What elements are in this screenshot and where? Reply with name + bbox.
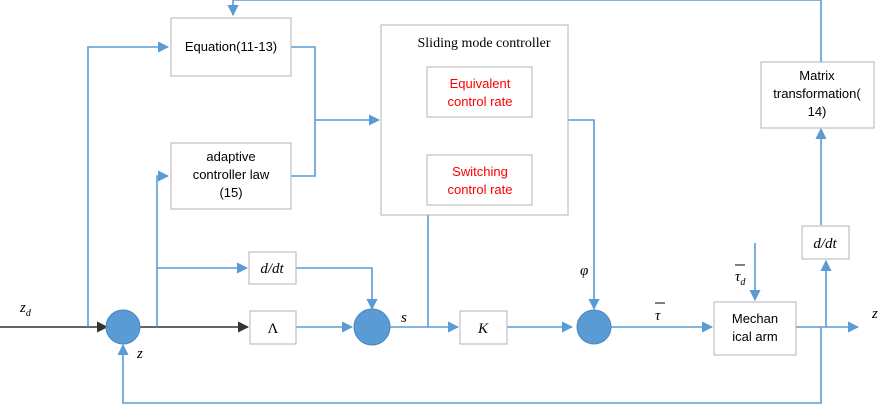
lambda-block: Λ [249,310,297,345]
matrix-transformation-block: Matrix transformation( 14) [760,61,875,129]
svg-text:τd: τd [735,269,746,288]
signal-s: s [401,310,407,326]
derivative-block-right: d/dt [801,225,850,260]
summing-junction-2 [353,308,391,346]
equivalent-label-line2: control rate [447,94,512,109]
arm-label-line1: Mechan [732,311,778,326]
switching-label-line2: control rate [447,182,512,197]
signal-z-output: z [871,306,878,322]
summing-junction-1 [105,309,141,345]
signal-phi: φ [580,263,588,279]
equation-label: Equation(11-13) [185,39,277,54]
signal-tau-bar: τ [655,302,665,324]
wire-adaptive-to-smc [291,114,381,177]
ddt-right-label: d/dt [813,236,837,252]
adaptive-label-line1: adaptive [206,149,255,164]
adaptive-controller-block: adaptive controller law (15) [170,142,292,210]
equivalent-label-line1: Equivalent [450,76,511,91]
ddt-middle-label: d/dt [260,261,284,277]
summing-junction-3 [576,309,612,345]
matrix-label-line2: transformation( [773,86,861,101]
wire-phi-to-junction3 [568,119,600,311]
matrix-label-line1: Matrix [799,68,835,83]
svg-text:τ: τ [655,308,661,324]
wire-equation-out [291,46,316,120]
signal-tau-d: τd [735,264,746,288]
gain-k-label: K [477,321,489,337]
wire-z-to-adaptive [156,170,170,327]
signal-z-error: z [136,346,143,362]
wire-bottom-feedback [117,327,822,404]
smc-title: Sliding mode controller [418,36,551,51]
adaptive-label-line3: (15) [219,185,242,200]
wires [0,0,860,404]
matrix-label-line3: 14) [808,104,827,119]
wire-ddt-to-junction2 [296,267,378,311]
signal-zd: zd [19,300,32,319]
sliding-mode-controller-block: Sliding mode controller Equivalent contr… [380,24,569,216]
switching-label-line1: Switching [452,164,508,179]
arm-label-line2: ical arm [732,329,778,344]
derivative-block-middle: d/dt [248,251,297,285]
equivalent-control-block: Equivalent control rate [426,66,533,118]
wire-top-feedback [227,0,822,62]
mechanical-arm-block: Mechan ical arm [713,301,797,356]
lambda-label: Λ [268,321,279,337]
switching-control-block: Switching control rate [426,154,533,206]
adaptive-label-line2: controller law [193,167,270,182]
wire-zd-to-equation [87,41,170,327]
equation-block: Equation(11-13) [170,17,292,77]
gain-k-block: K [459,310,508,345]
